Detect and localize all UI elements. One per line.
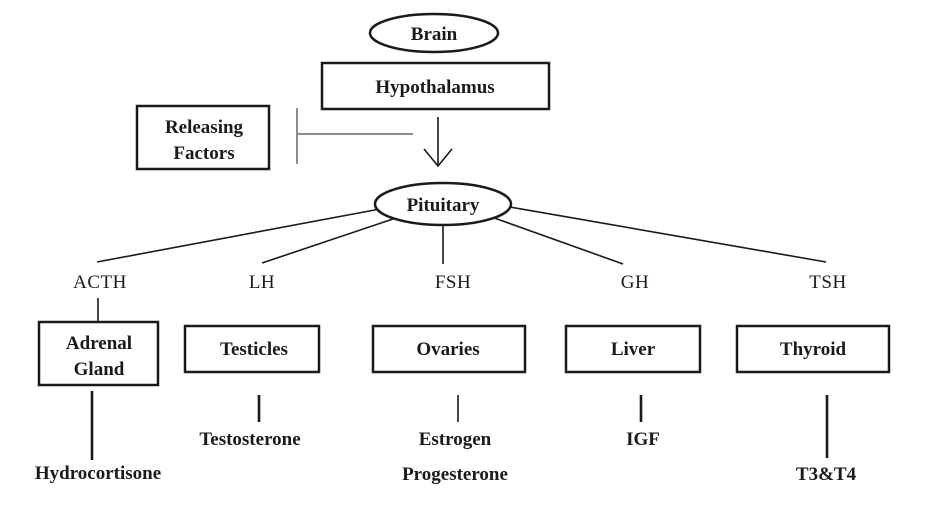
hormone-label-gh: GH: [621, 272, 649, 293]
releasing-factors-label-line2: Factors: [173, 143, 234, 164]
hormone-label-acth: ACTH: [73, 272, 127, 293]
organ-node-adrenal: [37, 320, 160, 387]
product-estrogen: Estrogen: [419, 429, 492, 450]
organ-label-adrenal-line1: Adrenal: [66, 333, 132, 354]
organ-node-liver: [564, 324, 702, 374]
releasing-factors-label-line1: Releasing: [165, 117, 244, 138]
product-progesterone: Progesterone: [402, 464, 508, 485]
hypothalamus-node: [320, 61, 551, 111]
product-testosterone: Testosterone: [199, 429, 300, 450]
product-hydrocortisone: Hydrocortisone: [35, 463, 161, 484]
brain-node: [368, 12, 500, 54]
brain-label: Brain: [411, 24, 458, 45]
organ-label-adrenal-line2: Gland: [74, 359, 125, 380]
hormone-label-tsh: TSH: [809, 272, 846, 293]
branch-line-lh: [261, 218, 394, 264]
branch-line-tsh: [503, 205, 827, 263]
product-igf: IGF: [626, 429, 660, 450]
pituitary-node: [373, 181, 513, 227]
organ-node-thyroid: [735, 324, 891, 374]
branch-line-gh: [485, 214, 624, 265]
organ-node-testicles: [183, 324, 321, 374]
organ-label-liver: Liver: [611, 339, 656, 360]
hormone-label-fsh: FSH: [435, 272, 471, 293]
organ-label-ovaries: Ovaries: [416, 339, 479, 360]
organ-node-ovaries: [371, 324, 527, 374]
branch-line-acth: [96, 208, 381, 263]
pituitary-label: Pituitary: [407, 195, 480, 216]
hormone-label-lh: LH: [249, 272, 275, 293]
stimulation-arrow-head: [423, 148, 453, 168]
product-t3-t4: T3&T4: [796, 464, 857, 485]
organ-label-thyroid: Thyroid: [780, 339, 847, 360]
hypothalamus-label: Hypothalamus: [375, 77, 494, 98]
organ-label-testicles: Testicles: [220, 339, 288, 360]
releasing-factors-node: [135, 104, 271, 171]
